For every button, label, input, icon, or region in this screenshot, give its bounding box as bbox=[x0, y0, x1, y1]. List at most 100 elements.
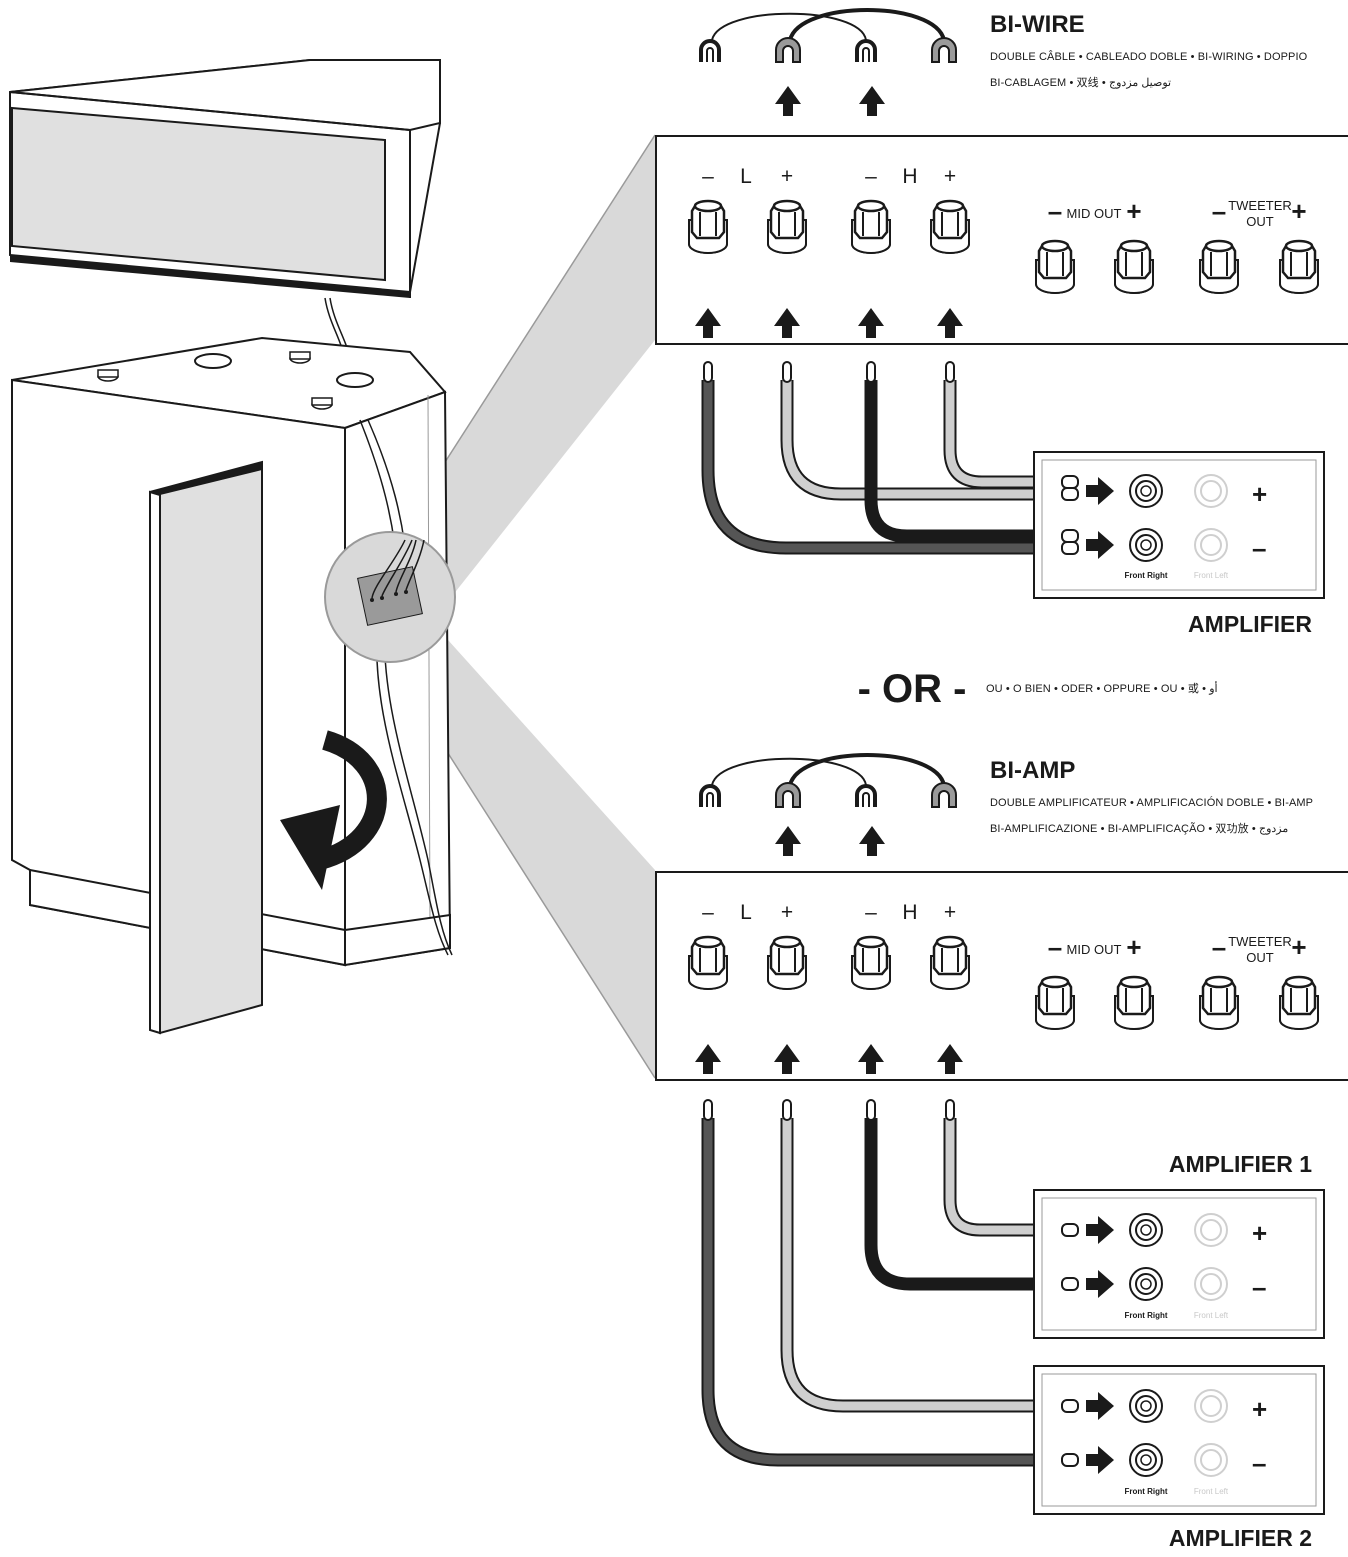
terminal-low-label: L bbox=[740, 165, 752, 188]
binding-post-icon bbox=[1113, 239, 1155, 295]
amp-jack-icon bbox=[1129, 1389, 1163, 1423]
mid-out-minus-label: – bbox=[1048, 196, 1062, 226]
speaker-terminal-panel: – L + – H + – MID OUT + – TWEETER OUT + bbox=[655, 871, 1348, 1081]
biwire-translations-line1: DOUBLE CÂBLE • CABLEADO DOBLE • BI-WIRIN… bbox=[990, 50, 1308, 63]
tweeter-out-minus-label: – bbox=[1212, 932, 1226, 962]
amp-jack-icon bbox=[1194, 1389, 1228, 1423]
binding-post-icon bbox=[687, 199, 729, 255]
up-arrow-icon bbox=[775, 826, 801, 856]
amplifier-panel: + – Front Right Front Left bbox=[1033, 451, 1325, 599]
front-left-label: Front Left bbox=[1194, 571, 1229, 580]
binding-post-icon bbox=[1198, 975, 1240, 1031]
terminal-minus-label: – bbox=[865, 901, 877, 924]
amplifier-1-label: AMPLIFIER 1 bbox=[1169, 1151, 1312, 1177]
speaker-cabinet bbox=[11, 336, 456, 1035]
terminal-low-label: L bbox=[740, 901, 752, 924]
amp-jack-icon bbox=[1129, 1443, 1163, 1477]
tweeter-out-plus-label: + bbox=[1291, 932, 1306, 962]
amplifier-2-panel: + – Front Right Front Left bbox=[1033, 1365, 1325, 1515]
binding-post-icon bbox=[1034, 239, 1076, 295]
up-arrow-icon bbox=[775, 86, 801, 116]
spade-connector-icon bbox=[699, 784, 721, 809]
amp-minus-label: – bbox=[1252, 1272, 1266, 1302]
center-speaker bbox=[9, 59, 441, 381]
mid-out-minus-label: – bbox=[1048, 932, 1062, 962]
terminal-minus-label: – bbox=[702, 165, 714, 188]
biwire-cables bbox=[701, 361, 1070, 555]
amp-jack-icon bbox=[1194, 474, 1228, 508]
biamp-jumper-illustration bbox=[699, 753, 957, 856]
amp-plus-label: + bbox=[1252, 479, 1267, 509]
terminal-high-label: H bbox=[902, 901, 917, 924]
amp-jack-icon bbox=[1129, 1267, 1163, 1301]
biwire-translations-line2: BI-CABLAGEM • 双线 • توصيل مزدوج bbox=[990, 75, 1171, 89]
up-arrow-icon bbox=[859, 86, 885, 116]
binding-post-icon bbox=[1278, 975, 1320, 1031]
binding-post-icon bbox=[929, 935, 971, 991]
mid-out-label: MID OUT bbox=[1067, 942, 1122, 957]
amp-plus-label: + bbox=[1252, 1394, 1267, 1424]
front-left-label: Front Left bbox=[1194, 1311, 1229, 1320]
biamp-cables bbox=[701, 1099, 1070, 1467]
terminal-plus-label: + bbox=[944, 901, 956, 924]
terminal-minus-label: – bbox=[865, 165, 877, 188]
amplifier-2-label: AMPLIFIER 2 bbox=[1169, 1525, 1312, 1551]
spade-connector-icon bbox=[699, 39, 721, 64]
spade-connector-icon bbox=[855, 39, 877, 64]
terminal-plus-label: + bbox=[944, 165, 956, 188]
mid-out-label: MID OUT bbox=[1067, 206, 1122, 221]
amp-jack-icon bbox=[1194, 1267, 1228, 1301]
terminal-minus-label: – bbox=[702, 901, 714, 924]
binding-post-icon bbox=[1198, 239, 1240, 295]
or-translations: OU • O BIEN • ODER • OPPURE • OU • 或 • أ… bbox=[986, 681, 1218, 695]
amp-plus-label: + bbox=[1252, 1218, 1267, 1248]
amp-jack-icon bbox=[1129, 1213, 1163, 1247]
amp-minus-label: – bbox=[1252, 533, 1266, 563]
amp-minus-label: – bbox=[1252, 1448, 1266, 1478]
amplifier-1-panel: + – Front Right Front Left bbox=[1033, 1189, 1325, 1339]
amp-jack-icon bbox=[1129, 474, 1163, 508]
amp-jack-icon bbox=[1194, 1213, 1228, 1247]
biwire-jumper-illustration bbox=[699, 8, 957, 116]
terminal-plus-label: + bbox=[781, 901, 793, 924]
mid-out-plus-label: + bbox=[1126, 196, 1141, 226]
biamp-translations-line1: DOUBLE AMPLIFICATEUR • AMPLIFICACIÓN DOB… bbox=[990, 796, 1313, 809]
biwire-title: BI-WIRE bbox=[990, 11, 1085, 38]
front-left-label: Front Left bbox=[1194, 1487, 1229, 1496]
front-right-label: Front Right bbox=[1124, 571, 1167, 580]
front-right-label: Front Right bbox=[1124, 1311, 1167, 1320]
binding-post-icon bbox=[1278, 239, 1320, 295]
spade-connector-icon bbox=[775, 782, 801, 808]
binding-post-icon bbox=[766, 935, 808, 991]
amp-jack-icon bbox=[1129, 528, 1163, 562]
tweeter-out-minus-label: – bbox=[1212, 196, 1226, 226]
mid-out-plus-label: + bbox=[1126, 932, 1141, 962]
amp-jack-icon bbox=[1194, 1443, 1228, 1477]
binding-post-icon bbox=[766, 199, 808, 255]
binding-post-icon bbox=[687, 935, 729, 991]
up-arrow-icon bbox=[859, 826, 885, 856]
spade-connector-icon bbox=[931, 782, 957, 808]
amplifier-label: AMPLIFIER bbox=[1188, 611, 1312, 637]
tweeter-out-label-line2: OUT bbox=[1246, 950, 1274, 965]
biamp-translations-line2: BI-AMPLIFICAZIONE • BI-AMPLIFICAÇÃO • 双功… bbox=[990, 821, 1288, 835]
binding-post-icon bbox=[850, 935, 892, 991]
binding-post-icon bbox=[1034, 975, 1076, 1031]
tweeter-out-label-line1: TWEETER bbox=[1228, 198, 1292, 213]
tweeter-out-label-line2: OUT bbox=[1246, 214, 1274, 229]
terminal-high-label: H bbox=[902, 165, 917, 188]
spade-connector-icon bbox=[855, 784, 877, 809]
speaker-terminal-panel: – L + – H + – MID OUT + – TWEETER OUT + bbox=[655, 135, 1348, 345]
amp-jack-icon bbox=[1194, 528, 1228, 562]
front-right-label: Front Right bbox=[1124, 1487, 1167, 1496]
spade-connector-icon bbox=[775, 37, 801, 63]
spade-connector-icon bbox=[931, 37, 957, 63]
binding-post-icon bbox=[850, 199, 892, 255]
binding-post-icon bbox=[929, 199, 971, 255]
binding-post-icon bbox=[1113, 975, 1155, 1031]
biamp-title: BI-AMP bbox=[990, 757, 1075, 784]
tweeter-out-label-line1: TWEETER bbox=[1228, 934, 1292, 949]
terminal-plus-label: + bbox=[781, 165, 793, 188]
or-divider: - OR - bbox=[858, 667, 967, 711]
